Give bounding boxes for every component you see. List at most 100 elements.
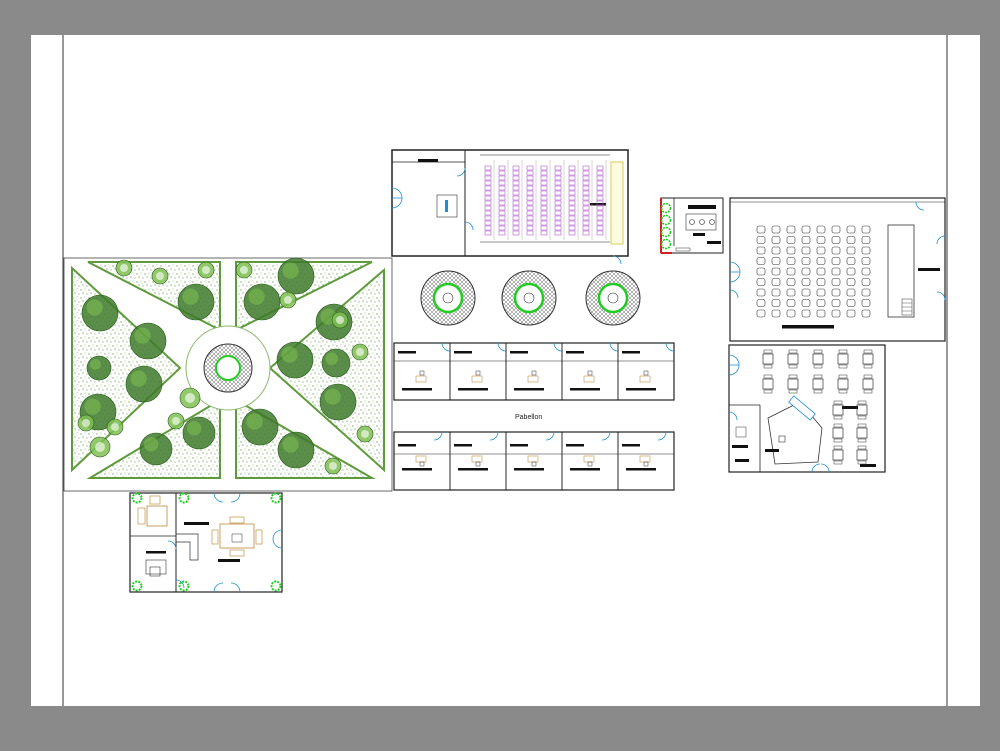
chair [786, 288, 796, 297]
seat [512, 230, 520, 236]
seat [568, 180, 576, 186]
chair [786, 236, 796, 244]
pavilion-label: Pabellon [515, 414, 542, 421]
cafe-table [762, 374, 774, 394]
seat [596, 220, 604, 226]
seat [526, 225, 534, 231]
tree-icon [115, 259, 133, 277]
chair [816, 299, 826, 307]
cafe-table [787, 374, 799, 394]
seat [484, 200, 492, 206]
seat [512, 205, 520, 211]
chair [846, 288, 856, 297]
chair [786, 278, 796, 286]
seat [540, 220, 548, 226]
seat [568, 190, 576, 196]
chair [771, 267, 781, 276]
seat [484, 215, 492, 221]
seat [582, 175, 590, 181]
chair [831, 236, 841, 244]
seat [582, 220, 590, 226]
chair [846, 299, 856, 307]
seat [596, 165, 604, 171]
chair [861, 278, 871, 286]
seat [498, 200, 506, 206]
seat [582, 170, 590, 176]
cafe-table [856, 400, 868, 420]
tree-icon [197, 261, 215, 279]
chair [801, 267, 811, 276]
seat [540, 175, 548, 181]
chair [786, 257, 796, 265]
tree-icon [324, 457, 342, 475]
kiosk-1 [420, 270, 476, 326]
chair [771, 278, 781, 286]
seat [498, 225, 506, 231]
chair [846, 246, 856, 255]
seat [484, 190, 492, 196]
plant-icon [178, 492, 190, 504]
cafe-table [856, 423, 868, 443]
chair [816, 309, 826, 318]
round-kiosks [420, 270, 641, 326]
seat [568, 185, 576, 191]
seat [554, 185, 562, 191]
seat [498, 220, 506, 226]
seat [512, 185, 520, 191]
seat [540, 185, 548, 191]
chair [771, 288, 781, 297]
seat [582, 190, 590, 196]
chair [756, 246, 766, 255]
seat [484, 225, 492, 231]
seat [512, 170, 520, 176]
conference-hall-plan [729, 197, 946, 342]
chair [816, 225, 826, 234]
seat [568, 210, 576, 216]
seat [582, 230, 590, 236]
chair [756, 299, 766, 307]
seat [540, 195, 548, 201]
plant-icon [131, 580, 143, 592]
seat [512, 195, 520, 201]
cafe-table [787, 349, 799, 369]
tree-icon [167, 412, 185, 430]
seat [512, 225, 520, 231]
chair [786, 309, 796, 318]
seat [526, 165, 534, 171]
chair [786, 246, 796, 255]
seat [582, 215, 590, 221]
chair [816, 236, 826, 244]
plant-icon [660, 226, 672, 238]
seat [512, 220, 520, 226]
chair [846, 309, 856, 318]
seat [596, 185, 604, 191]
seat [540, 215, 548, 221]
seat [540, 190, 548, 196]
seat [568, 230, 576, 236]
cafe-table [762, 349, 774, 369]
stage [610, 161, 624, 245]
seat [540, 170, 548, 176]
seat [498, 180, 506, 186]
chair [786, 299, 796, 307]
chair [861, 299, 871, 307]
seat [484, 230, 492, 236]
seat [512, 180, 520, 186]
plant-icon [660, 202, 672, 214]
restroom-plan [660, 197, 724, 254]
seat [512, 200, 520, 206]
pavilion-office-cell [617, 342, 675, 401]
chair [861, 267, 871, 276]
chair [801, 225, 811, 234]
chair [831, 278, 841, 286]
tree-icon [321, 348, 351, 378]
seat [526, 185, 534, 191]
chair [816, 267, 826, 276]
seat [554, 220, 562, 226]
seat [568, 225, 576, 231]
seat [526, 210, 534, 216]
seat [568, 175, 576, 181]
seat [596, 170, 604, 176]
pavilion-office-cell [617, 431, 675, 491]
seat [568, 165, 576, 171]
